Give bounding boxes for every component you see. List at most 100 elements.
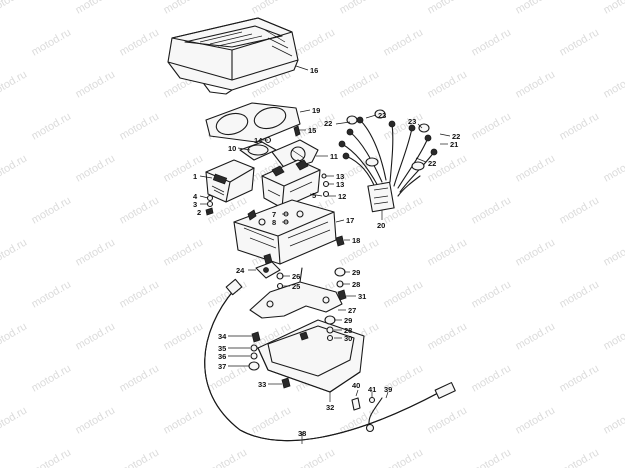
watermark-text: motod.ru [558, 194, 602, 226]
watermark-text: motod.ru [514, 0, 558, 17]
callout-36: 36 [218, 352, 226, 361]
watermark-text: motod.ru [162, 404, 206, 436]
callout-15: 15 [308, 126, 316, 135]
callout-labels: 16 19 15 14 10 11 1 4 3 2 5 12 13 13 7 8… [193, 66, 460, 438]
watermark-text: motod.ru [470, 446, 514, 468]
callout-13: 13 [336, 172, 344, 181]
callout-33: 33 [258, 380, 266, 389]
watermark-text: motod.ru [470, 194, 514, 226]
callout-22b: 22 [452, 132, 460, 141]
callout-41: 41 [368, 385, 376, 394]
watermark-text: motod.ru [162, 236, 206, 268]
callout-28a: 28 [352, 280, 360, 289]
callout-31: 31 [358, 292, 366, 301]
watermark-text: motod.ru [514, 320, 558, 352]
watermark-text: motod.ru [602, 0, 625, 17]
callout-25: 25 [292, 282, 300, 291]
callout-29a: 29 [352, 268, 360, 277]
part-1-speedometer-unit [205, 159, 255, 203]
callout-22c: 22 [428, 159, 436, 168]
watermark-text: motod.ru [74, 68, 118, 100]
callout-29b: 29 [344, 316, 352, 325]
watermark-text: motod.ru [558, 110, 602, 142]
watermark-text: motod.ru [470, 362, 514, 394]
watermark-text: motod.ru [30, 110, 74, 142]
callout-17: 17 [346, 216, 354, 225]
callout-16: 16 [310, 66, 318, 75]
watermark-text: motod.ru [118, 110, 162, 142]
watermark-text: motod.ru [558, 26, 602, 58]
part-16-instrument-housing [167, 17, 299, 95]
watermark-text: motod.ru [426, 0, 470, 17]
watermark-text: motod.ru [558, 362, 602, 394]
watermark-text: motod.ru [250, 0, 294, 17]
watermark-text: motod.ru [30, 446, 74, 468]
watermark-text: motod.ru [30, 362, 74, 394]
callout-7: 7 [272, 210, 276, 219]
part-38-speedometer-cable [204, 278, 456, 442]
callout-23a: 23 [378, 111, 386, 120]
watermark-text: motod.ru [250, 404, 294, 436]
callout-18: 18 [352, 236, 360, 245]
watermark-text: motod.ru [602, 236, 625, 268]
part-20-wiring-harness [338, 116, 438, 213]
watermark-text: motod.ru [470, 110, 514, 142]
part-27-mounting-bracket [249, 267, 343, 319]
callout-27: 27 [348, 306, 356, 315]
watermark-text: motod.ru [118, 446, 162, 468]
watermark-text: motod.ru [0, 68, 29, 100]
callout-5: 5 [312, 191, 316, 200]
watermark-text: motod.ru [0, 404, 29, 436]
watermark-text: motod.ru [514, 68, 558, 100]
watermark-text: motod.ru [514, 404, 558, 436]
watermark-text: motod.ru [118, 362, 162, 394]
callout-10: 11 [330, 152, 338, 161]
callout-34: 34 [218, 332, 227, 341]
callout-12: 13 [336, 180, 344, 189]
callout-28b: 28 [344, 326, 352, 335]
watermark-text: motod.ru [74, 0, 118, 17]
watermark-text: motod.ru [30, 26, 74, 58]
callout-3: 3 [193, 200, 197, 209]
watermark-text: motod.ru [0, 320, 29, 352]
watermark-text: motod.ru [162, 152, 206, 184]
part-10-gauge-face [271, 139, 319, 171]
watermark-text: motod.ru [514, 152, 558, 184]
callout-19: 19 [312, 106, 320, 115]
watermark-text: motod.ru [118, 278, 162, 310]
part-39-41-cable-fittings [351, 396, 383, 433]
watermark-text: motod.ru [74, 152, 118, 184]
callout-21: 21 [450, 140, 458, 149]
leader-lines [199, 65, 451, 444]
watermark-text: motod.ru [514, 236, 558, 268]
callout-11: 12 [338, 192, 346, 201]
part-23-bulb-socket [346, 109, 430, 133]
watermark-text: motod.ru [602, 404, 625, 436]
watermark-text: motod.ru [426, 68, 470, 100]
watermark-text: motod.ru [162, 320, 206, 352]
watermark-text: motod.ru [426, 236, 470, 268]
part-5-tachometer-unit [261, 159, 321, 209]
callout-26: 26 [292, 272, 300, 281]
callout-30: 30 [344, 334, 352, 343]
callout-32: 32 [326, 403, 334, 412]
callout-1: 1 [193, 172, 197, 181]
watermark-text: motod.ru [294, 26, 338, 58]
watermark-text: motod.ru [118, 26, 162, 58]
watermark-text: motod.ru [602, 68, 625, 100]
callout-40: 40 [352, 381, 360, 390]
watermark-text: motod.ru [118, 194, 162, 226]
watermark-text: motod.ru [338, 68, 382, 100]
watermark-text: motod.ru [426, 152, 470, 184]
watermark-text: motod.ru [470, 278, 514, 310]
callout-14: 14 [254, 136, 263, 145]
callout-8: 8 [272, 218, 276, 227]
watermark-text: motod.ru [0, 0, 29, 17]
watermark-text: motod.ru [162, 0, 206, 17]
callout-2: 2 [197, 208, 201, 217]
watermark-text: motod.ru [558, 446, 602, 468]
watermark-text: motod.ru [382, 26, 426, 58]
callout-37: 37 [218, 362, 226, 371]
callout-20: 20 [377, 221, 385, 230]
